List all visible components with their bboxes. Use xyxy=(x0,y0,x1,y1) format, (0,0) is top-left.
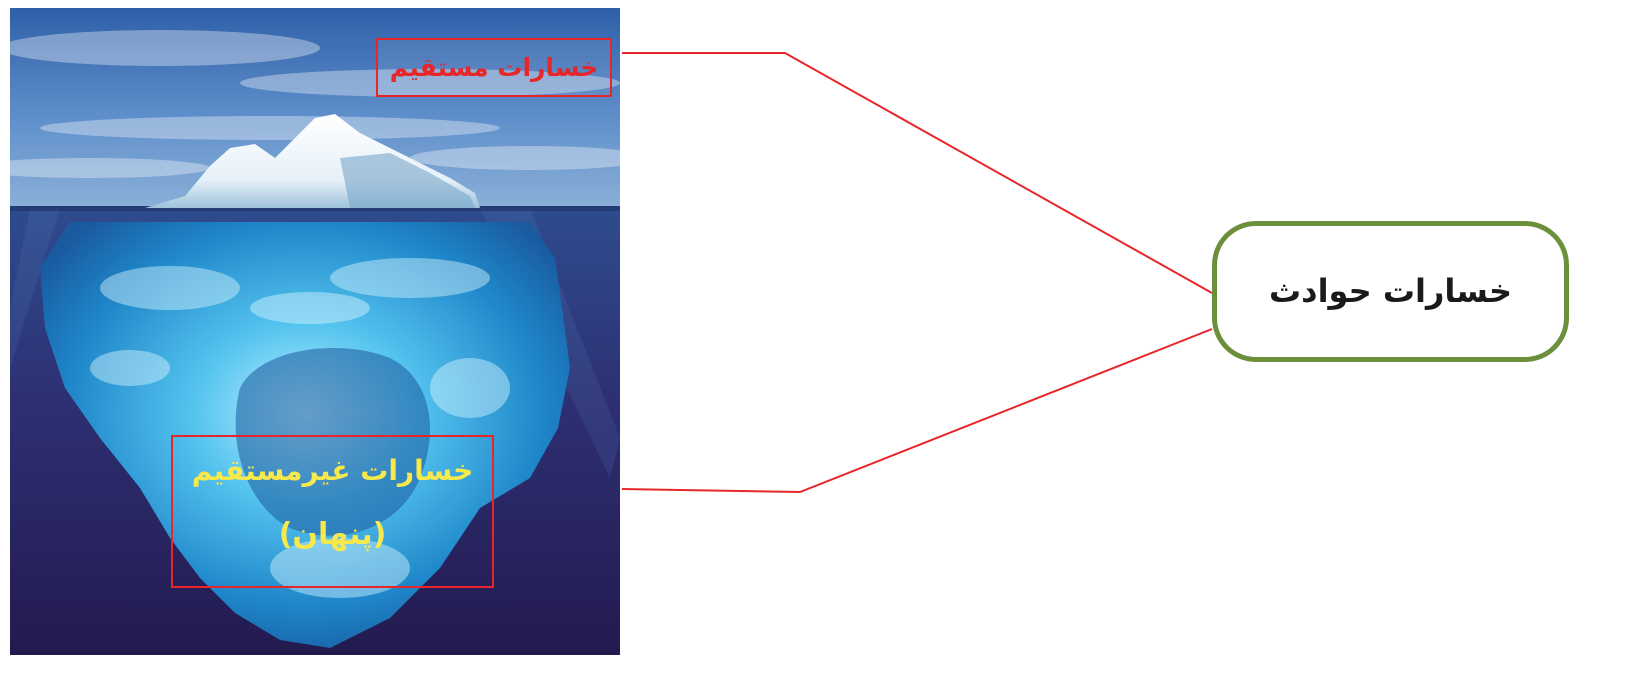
indirect-loss-sublabel: (پنهان) xyxy=(173,515,492,555)
direct-loss-box: خسارات مستقیم xyxy=(376,38,612,97)
indirect-loss-box: خسارات غیرمستقیم (پنهان) xyxy=(171,435,494,588)
indirect-loss-label: خسارات غیرمستقیم xyxy=(173,451,492,491)
accident-losses-label: خسارات حوادث xyxy=(1269,272,1512,310)
direct-loss-label: خسارات مستقیم xyxy=(390,53,599,82)
connector-indirect-loss xyxy=(622,329,1212,492)
accident-losses-node: خسارات حوادث xyxy=(1212,221,1569,362)
connector-direct-loss xyxy=(622,53,1212,293)
